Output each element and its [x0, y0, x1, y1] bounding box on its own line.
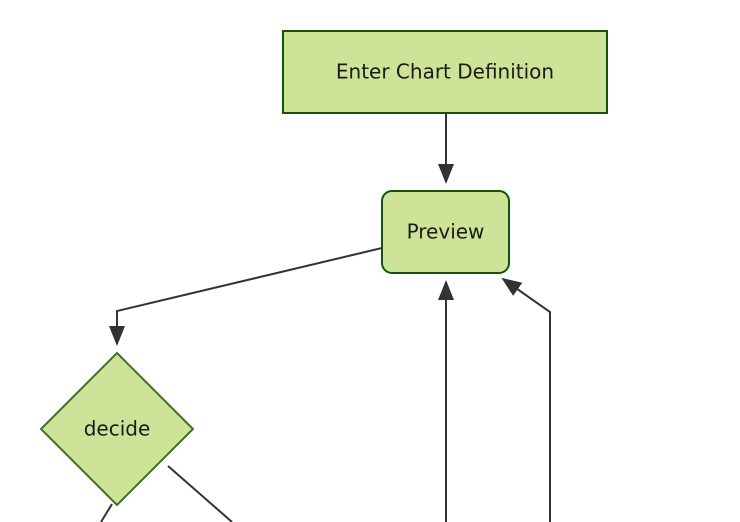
edge-preview-to-decide	[109, 247, 383, 346]
decide-shape[interactable]	[39, 351, 195, 507]
enter-chart-definition-label: Enter Chart Definition	[336, 60, 554, 84]
preview-shape[interactable]	[381, 190, 510, 274]
enter-chart-definition-shape[interactable]	[282, 30, 608, 114]
preview-label: Preview	[407, 220, 485, 244]
decide-label: decide	[84, 417, 151, 441]
node-enter-chart-definition[interactable]: Enter Chart Definition	[282, 30, 608, 114]
edge-lower-right-to-preview	[501, 277, 551, 522]
edge-decide-to-lower-right	[167, 465, 233, 522]
edge-decide-to-lower-left	[100, 503, 113, 522]
edge-layer	[100, 113, 551, 522]
node-decide[interactable]: decide	[39, 351, 195, 507]
node-preview[interactable]: Preview	[381, 190, 510, 274]
